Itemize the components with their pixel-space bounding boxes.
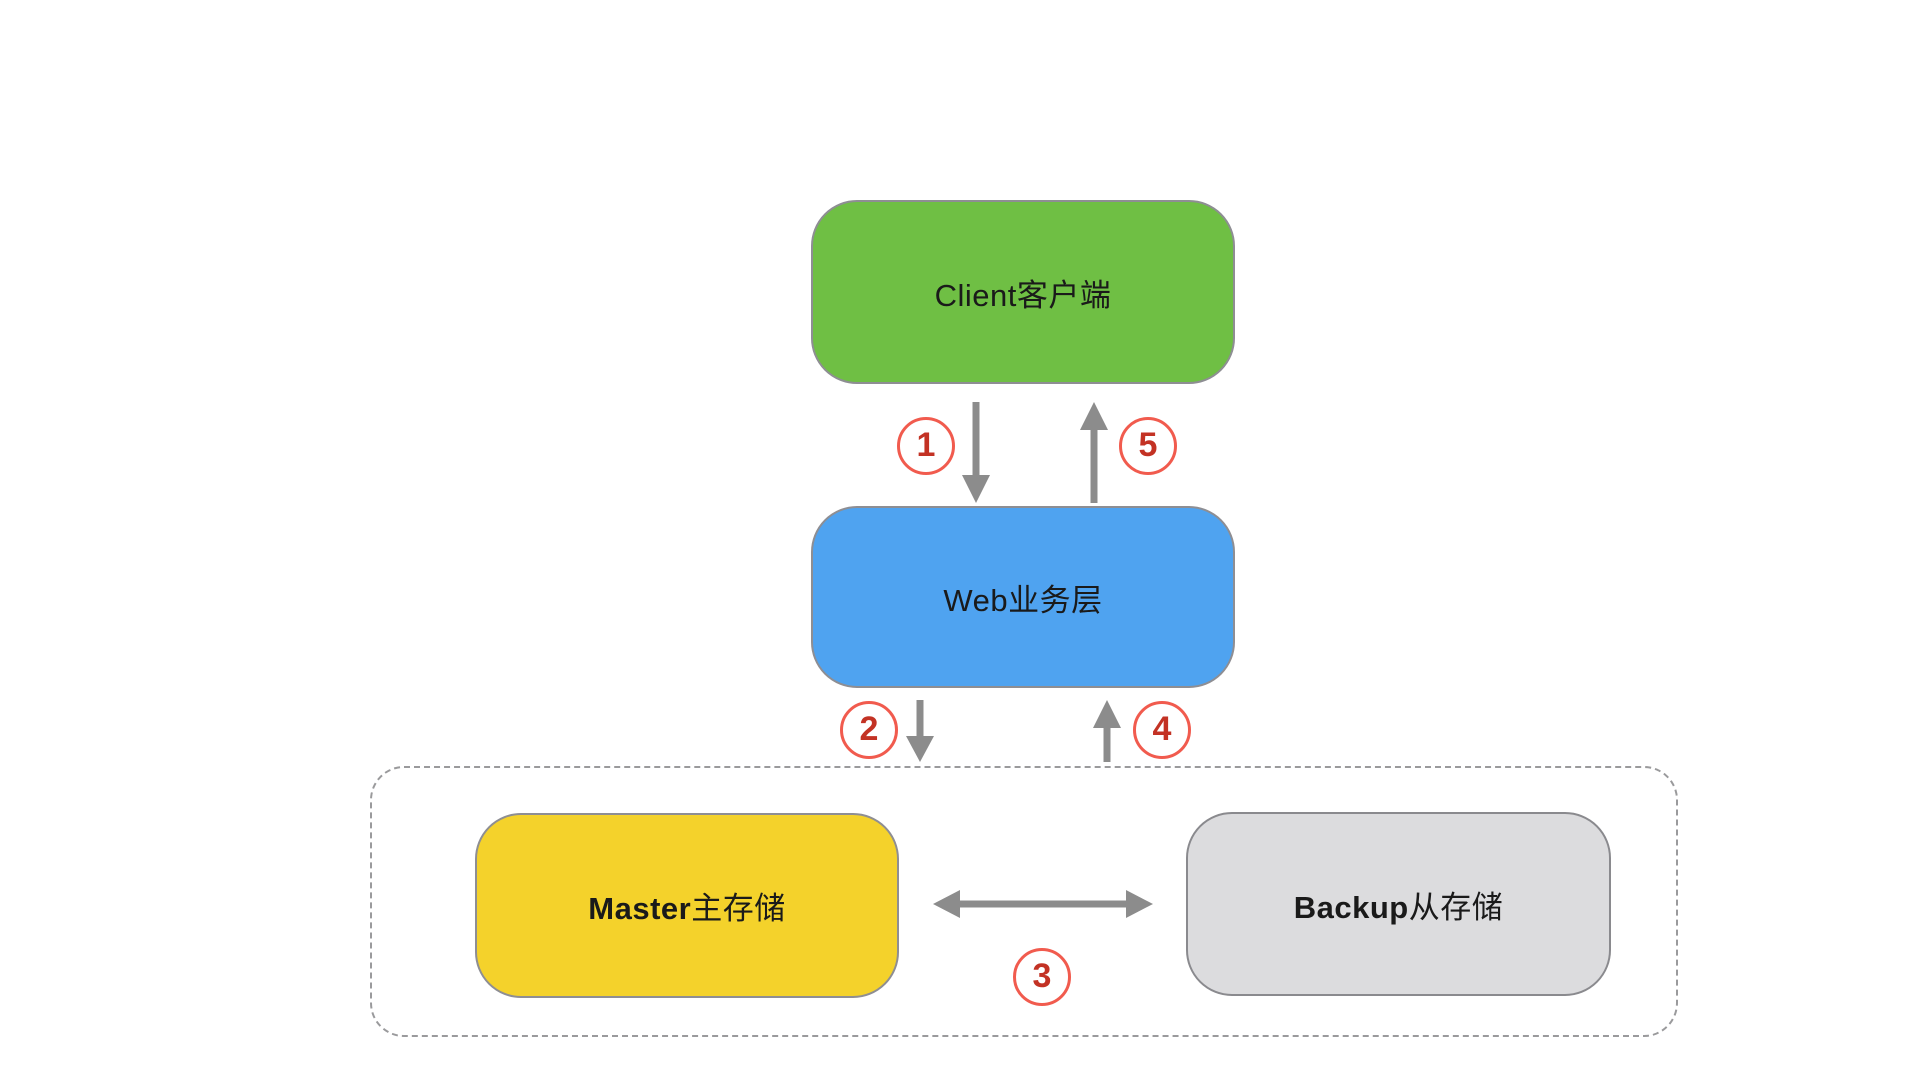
arrow-client-to-web-down [962,402,990,503]
node-master-label-en: Master [588,891,692,926]
step-badge-2-number: 2 [859,710,879,748]
node-backup-label-cjk: 从存储 [1408,889,1504,925]
step-badge-5-number: 5 [1138,426,1158,464]
step-badge-3-number: 3 [1032,957,1052,995]
arrow-web-to-client-up [1080,402,1108,503]
node-client: Client客户端 [811,200,1235,384]
step-badge-4-number: 4 [1152,710,1172,748]
step-badge-3: 3 [1013,948,1071,1006]
node-backup: Backup从存储 [1186,812,1611,996]
node-client-label: Client客户端 [934,277,1112,313]
step-badge-5: 5 [1119,417,1177,475]
node-web: Web业务层 [811,506,1235,688]
step-badge-4: 4 [1133,701,1191,759]
step-badge-1: 1 [897,417,955,475]
step-badge-2: 2 [840,701,898,759]
storage-group: Master主存储 Backup从存储 [370,766,1678,1037]
node-master-label-cjk: 主存储 [691,891,786,926]
arrow-web-to-storage-down [906,700,934,762]
arrow-storage-to-web-up [1093,700,1121,762]
node-master-label: Master主存储 [588,883,785,928]
node-backup-label-en: Backup [1293,889,1409,925]
node-backup-label: Backup从存储 [1294,882,1503,927]
node-master: Master主存储 [475,813,899,998]
step-badge-1-number: 1 [916,426,936,464]
node-web-label: Web业务层 [943,582,1103,618]
